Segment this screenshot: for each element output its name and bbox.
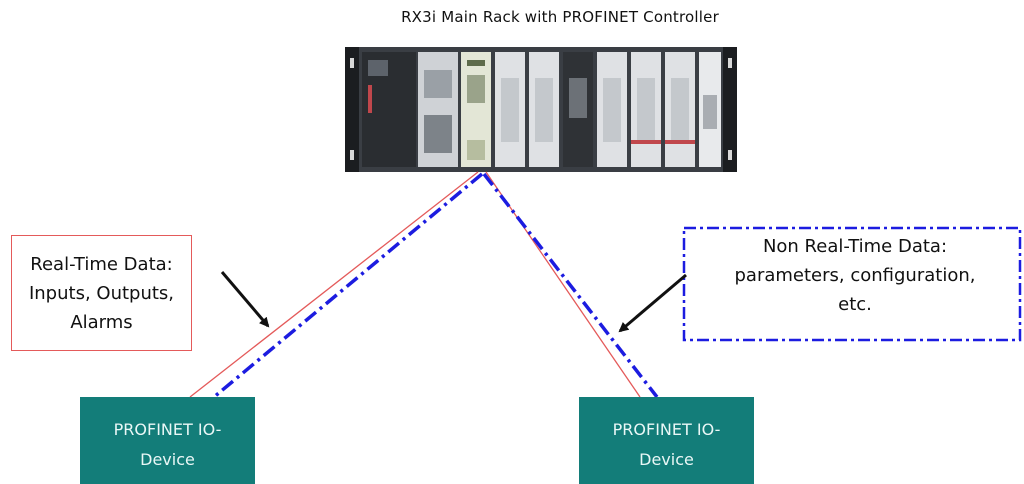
real-time-label-line: Real-Time Data: bbox=[30, 253, 173, 275]
real-time-label-line: Alarms bbox=[70, 311, 133, 333]
plc-rack-icon bbox=[345, 47, 737, 172]
device-label-line: Device bbox=[639, 450, 694, 469]
device-label-line: PROFINET IO- bbox=[113, 420, 222, 439]
device-label-line: PROFINET IO- bbox=[612, 420, 721, 439]
real-time-label-line: Inputs, Outputs, bbox=[28, 282, 175, 304]
real-time-link-left bbox=[189, 171, 479, 398]
non-real-time-link-left bbox=[212, 172, 484, 399]
non-real-time-label-line: etc. bbox=[838, 294, 872, 315]
non-real-time-callout: Non Real-Time Data: parameters, configur… bbox=[690, 232, 1020, 319]
rack-title: RX3i Main Rack with PROFINET Controller bbox=[401, 8, 719, 26]
real-time-link-right bbox=[485, 171, 641, 398]
io-device-right: PROFINET IO- Device bbox=[579, 397, 754, 484]
non-real-time-frame bbox=[682, 226, 1022, 342]
arrow-icon bbox=[220, 271, 270, 328]
real-time-callout: Real-Time Data: Inputs, Outputs, Alarms bbox=[11, 235, 192, 351]
device-label-line: Device bbox=[140, 450, 195, 469]
non-real-time-label-line: parameters, configuration, bbox=[734, 265, 976, 286]
io-device-left: PROFINET IO- Device bbox=[80, 397, 255, 484]
non-real-time-link-right bbox=[482, 172, 659, 399]
arrow-icon bbox=[618, 273, 687, 333]
non-real-time-label-line: Non Real-Time Data: bbox=[762, 236, 948, 257]
